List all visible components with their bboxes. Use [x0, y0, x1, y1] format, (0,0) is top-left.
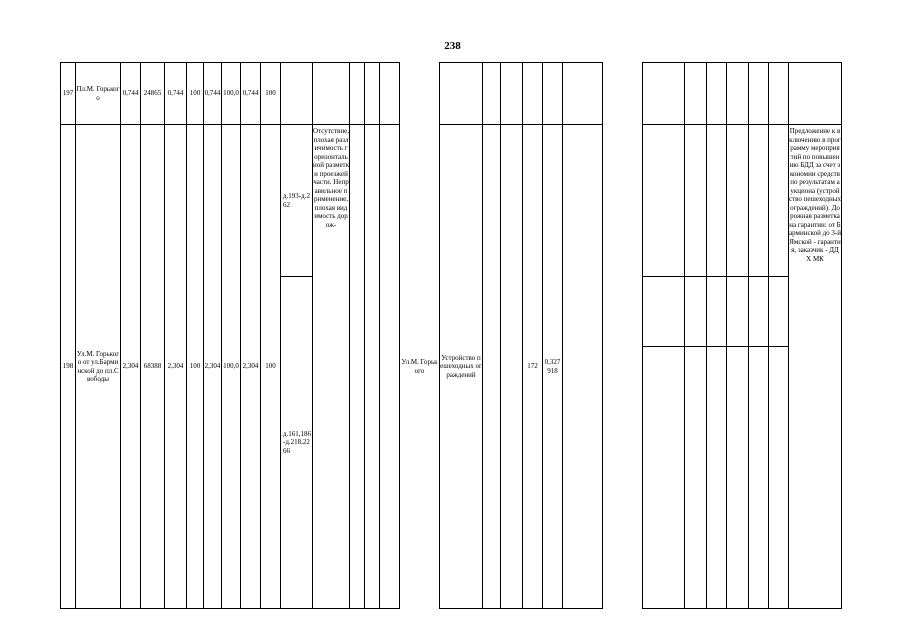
cost: 0,327918 [542, 124, 563, 609]
empty-cell [642, 124, 685, 277]
empty-cell [748, 124, 769, 277]
cell-value: 0,744 [164, 62, 187, 125]
empty-cell [706, 276, 727, 347]
street-name: Ул.М. Горького от ул.Барминской до пл.Св… [75, 124, 121, 609]
cell-value: 2,304 [203, 124, 222, 609]
cell-value: 100 [260, 62, 281, 125]
empty-cell [684, 62, 707, 125]
empty-cell [768, 62, 789, 125]
empty-cell [482, 62, 501, 125]
cell-value: 100 [186, 124, 204, 609]
empty-cell [349, 124, 365, 609]
quantity: 172 [522, 124, 543, 609]
empty-cell [684, 124, 707, 277]
row-number: 198 [60, 124, 76, 609]
empty-cell [788, 62, 842, 125]
empty-cell [706, 124, 727, 277]
empty-cell [726, 62, 749, 125]
street-name-2: Ул.М. Горького [401, 358, 438, 375]
empty-cell [542, 62, 563, 125]
empty-cell [364, 62, 380, 125]
cell-value: 100 [186, 62, 204, 125]
house-section-2: д.161,186-д.218,2266 [280, 276, 313, 609]
empty-cell [603, 63, 643, 125]
empty-cell [280, 62, 313, 125]
cell-value: 2,304 [164, 124, 187, 609]
empty-cell [768, 276, 789, 347]
empty-cell [500, 124, 523, 609]
empty-cell [748, 276, 769, 347]
empty-cell [768, 346, 789, 609]
empty-cell [684, 276, 707, 347]
empty-cell [748, 346, 769, 609]
cell-value: 100 [260, 124, 281, 609]
table-row-197: 197 Пл.М. Горького 0,744 24865 0,744 100… [60, 62, 842, 125]
cell-value: 100,0 [221, 62, 241, 125]
empty-cell [642, 276, 685, 347]
empty-cell [312, 62, 350, 125]
empty-cell [562, 62, 603, 125]
place-name: Пл.М. Горького [75, 62, 121, 125]
data-table: 197 Пл.М. Горького 0,744 24865 0,744 100… [60, 62, 842, 609]
cell-value: 68388 [140, 124, 165, 609]
cell-value: 2,304 [120, 124, 141, 609]
page-number: 238 [444, 40, 461, 52]
empty-cell [684, 346, 707, 609]
empty-cell [642, 62, 685, 125]
empty-cell [500, 62, 523, 125]
empty-cell [379, 62, 400, 125]
table-row-198-a: 198 Ул.М. Горького от ул.Барминской до п… [60, 124, 842, 609]
cell-value: 0,744 [120, 62, 141, 125]
measure-description: Устройство пешеходных ограждений [439, 124, 483, 609]
empty-cell [642, 346, 685, 609]
empty-cell [706, 62, 727, 125]
empty-cell [726, 276, 749, 347]
empty-cell [726, 346, 749, 609]
empty-cell [726, 124, 749, 277]
empty-cell [522, 62, 543, 125]
empty-cell [349, 62, 365, 125]
table-row-198-b: д.161,186-д.218,2266 [61, 276, 842, 609]
house-section-1: д.193-д.262 [280, 124, 313, 277]
empty-cell [706, 346, 727, 609]
empty-cell [748, 62, 769, 125]
cell-value: 100,0 [221, 124, 241, 609]
empty-cell [603, 125, 643, 609]
empty-cell [482, 124, 501, 609]
empty-cell [439, 62, 483, 125]
empty-cell [562, 124, 603, 609]
empty-cell [364, 124, 380, 609]
table-row-198-c [61, 346, 842, 609]
row-number: 197 [60, 62, 76, 125]
cell-value: 0,744 [203, 62, 222, 125]
defect-description: Отсутствие, плохая различимость горизонт… [312, 124, 350, 609]
empty-cell [400, 63, 440, 125]
cell-value: 2,304 [240, 124, 261, 609]
empty-cell [379, 124, 400, 609]
cell-value: 0,744 [240, 62, 261, 125]
empty-cell [768, 124, 789, 277]
cell-value: 24865 [140, 62, 165, 125]
proposal-text: Предложение к включению в программу меро… [788, 124, 842, 609]
